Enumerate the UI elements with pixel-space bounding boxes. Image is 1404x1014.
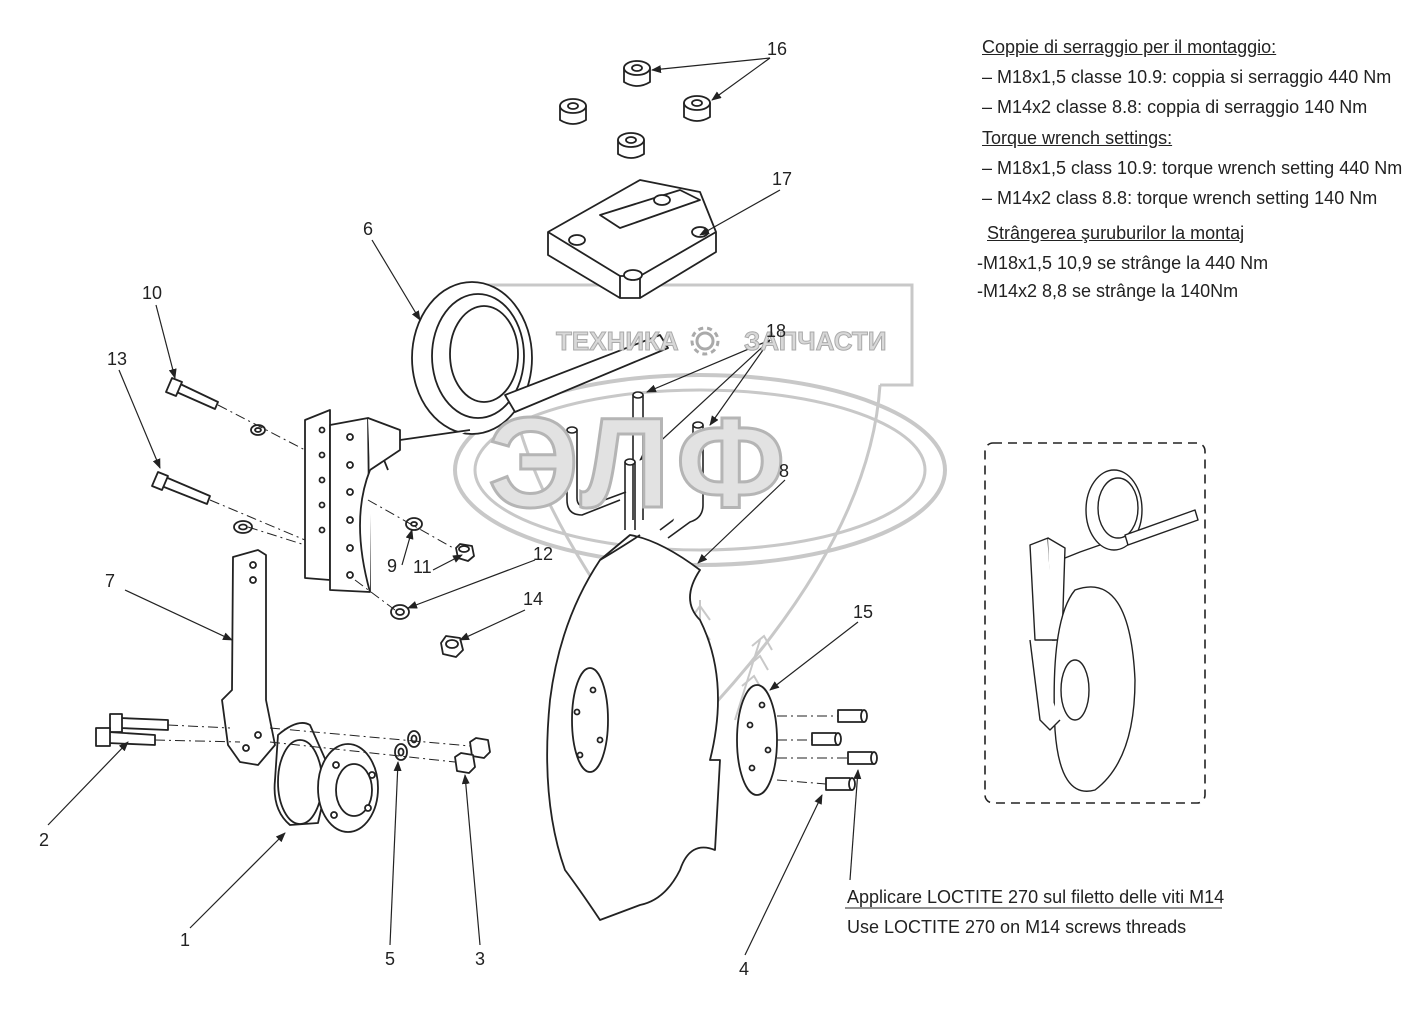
part-18-u-bolts	[566, 391, 704, 539]
note-ro-line1: -M18x1,5 10,9 se strânge la 440 Nm	[977, 253, 1269, 273]
note-ro-line2: -M14x2 8,8 se strânge la 140Nm	[977, 281, 1239, 301]
gear-icon	[690, 326, 720, 356]
watermark-text-left: ТЕХНИКА	[556, 326, 680, 356]
callout-leaders	[47, 57, 862, 956]
callout-5: 5	[385, 949, 396, 969]
part-4-bolts	[811, 709, 878, 791]
part-14-nut	[440, 635, 464, 658]
callout-13: 13	[107, 349, 128, 369]
callout-1: 1	[180, 930, 191, 950]
note-it-title: Coppie di serraggio per il montaggio:	[982, 37, 1277, 57]
watermark-text-right: ЗАПЧАСТИ	[744, 326, 888, 356]
assembly-axes	[154, 404, 848, 785]
note-it-line1: – M18x1,5 classe 10.9: coppia si serragg…	[982, 67, 1392, 87]
callout-14: 14	[523, 589, 544, 609]
part-3-nuts	[454, 737, 491, 774]
part-mounting-bracket	[304, 409, 401, 593]
callout-15: 15	[853, 602, 874, 622]
note-it-line2: – M14x2 classe 8.8: coppia di serraggio …	[982, 97, 1368, 117]
callout-6: 6	[363, 219, 374, 239]
callout-8: 8	[779, 461, 790, 481]
callout-16: 16	[767, 39, 788, 59]
note-en-title: Torque wrench settings:	[982, 128, 1173, 148]
callout-3: 3	[475, 949, 486, 969]
callout-10: 10	[142, 283, 163, 303]
callout-17: 17	[772, 169, 793, 189]
part-11-nut	[455, 543, 475, 562]
callout-2: 2	[39, 830, 50, 850]
callout-11: 11	[413, 557, 432, 577]
part-6-coil-spring	[379, 281, 669, 471]
callout-7: 7	[105, 571, 116, 591]
watermark-center-logo: ЭЛФ	[486, 392, 792, 535]
part-1-hub-bearing	[273, 722, 379, 833]
part-13-bolt	[151, 471, 211, 505]
note-loctite-en: Use LOCTITE 270 on M14 screws threads	[847, 917, 1187, 937]
part-8-notched-disc	[546, 534, 721, 921]
part-16-nuts	[559, 60, 711, 159]
part-17-clamp-plate	[547, 179, 717, 299]
assembled-view	[1029, 469, 1199, 792]
note-en-line2: – M14x2 class 8.8: torque wrench setting…	[982, 188, 1378, 208]
callout-4: 4	[739, 959, 750, 979]
note-ro-title: Strângerea şuruburilor la montaj	[987, 223, 1245, 243]
part-10-bolt	[165, 377, 219, 410]
callout-18: 18	[766, 321, 787, 341]
part-2-bolts	[95, 713, 169, 747]
note-loctite-it: Applicare LOCTITE 270 sul filetto delle …	[847, 887, 1225, 907]
note-en-line1: – M18x1,5 class 10.9: torque wrench sett…	[982, 158, 1403, 178]
callout-9: 9	[387, 556, 398, 576]
assembled-view-frame	[984, 442, 1206, 804]
part-15-flange	[736, 684, 778, 796]
part-7-arm	[221, 549, 276, 766]
callout-12: 12	[533, 544, 554, 564]
part-5-washers	[394, 730, 421, 761]
